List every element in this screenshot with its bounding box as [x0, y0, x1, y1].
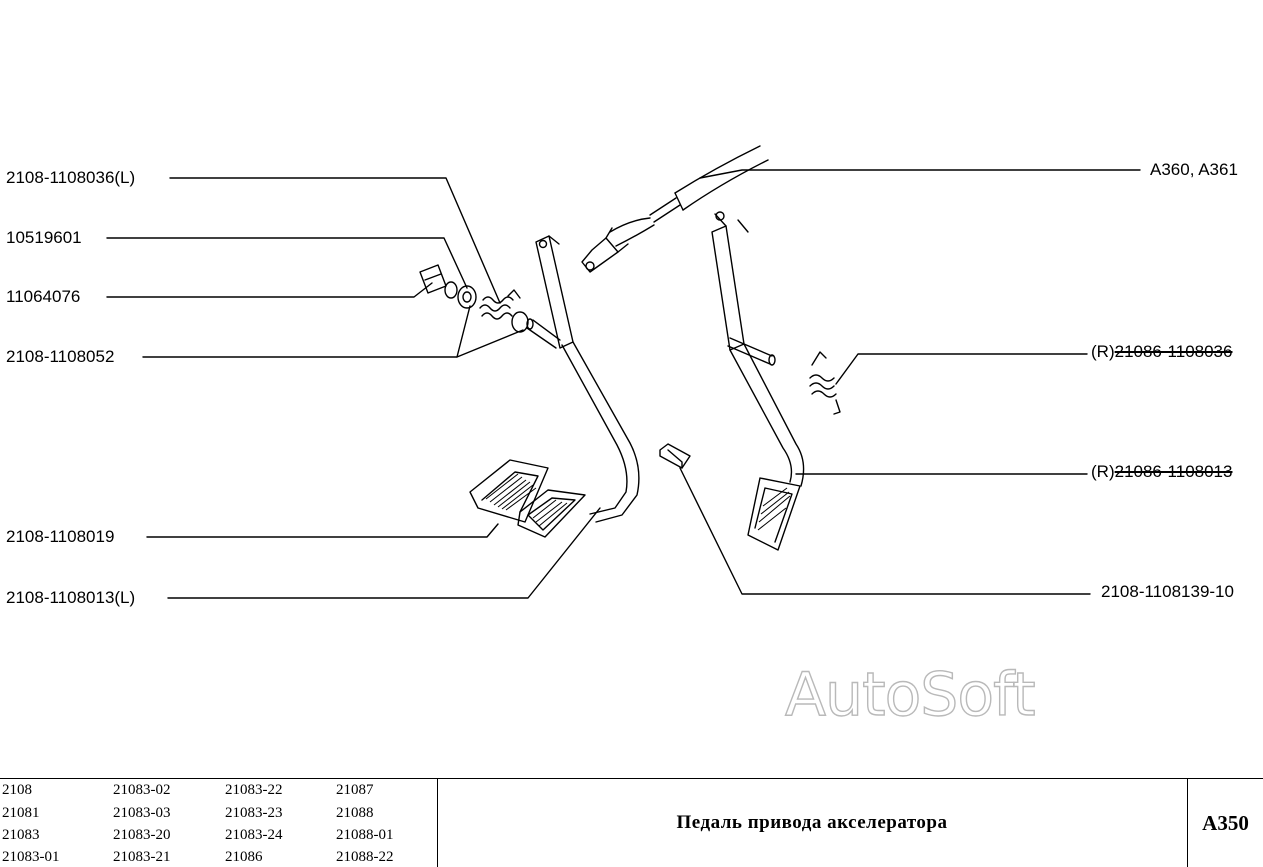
- leader-10519601: [106, 237, 468, 289]
- footer-table: 2108 21083-02 21083-22 21087 21081 21083…: [0, 778, 1263, 867]
- model-cell: 21083-01: [2, 849, 60, 865]
- diagram-title: Педаль привода акселератора: [437, 779, 1188, 867]
- label-prefix-R: (R): [1091, 462, 1115, 481]
- leader-A360: [699, 169, 1141, 179]
- model-cell: 21083-03: [113, 805, 171, 821]
- model-cell: 21083-24: [225, 827, 283, 843]
- label-21086-1108036-R: (R)21086-1108036: [1091, 342, 1232, 362]
- leader-lines: [106, 169, 1141, 599]
- right-spring: [809, 351, 841, 415]
- label-2108-1108013-L: 2108-1108013(L): [6, 588, 136, 607]
- label-11064076: 11064076: [6, 287, 81, 306]
- leader-2108-1108019: [146, 523, 499, 538]
- model-cell: 21088-01: [336, 827, 394, 843]
- label-2108-1108052: 2108-1108052: [6, 347, 115, 366]
- model-cell: 21087: [336, 782, 374, 798]
- leader-2108-1108139-10: [679, 467, 1091, 595]
- model-list: 2108 21083-02 21083-22 21087 21081 21083…: [0, 779, 438, 867]
- leader-2108-1108052-b: [456, 329, 524, 358]
- model-cell: 21083-22: [225, 782, 283, 798]
- leader-2108-1108052: [142, 305, 471, 358]
- model-cell: 21083: [2, 827, 40, 843]
- watermark: AutoSoft: [784, 659, 1036, 730]
- page-code: A350: [1202, 810, 1249, 835]
- label-2108-1108036-L: 2108-1108036(L): [6, 168, 136, 187]
- model-cell: 21088: [336, 805, 374, 821]
- model-cell: 2108: [2, 782, 32, 798]
- left-pedal-lever: [526, 235, 640, 523]
- label-A360-A361: A360, A361: [1150, 160, 1238, 179]
- pedal-stop-block: [659, 443, 691, 469]
- right-pedal-pad: [747, 477, 801, 551]
- model-cell: 21088-22: [336, 849, 394, 865]
- model-cell: 21083-21: [113, 849, 171, 865]
- right-pedal-lever: [711, 211, 805, 487]
- model-cell: 21086: [225, 849, 263, 865]
- label-code-21086-1108013: 21086-1108013: [1114, 462, 1233, 481]
- left-pedal-pad: [469, 459, 586, 538]
- label-2108-1108019: 2108-1108019: [6, 527, 115, 546]
- model-cell: 21083-02: [113, 782, 171, 798]
- label-code-21086-1108036: 21086-1108036: [1114, 342, 1233, 361]
- left-small-parts: [419, 264, 529, 333]
- model-cell: 21083-20: [113, 827, 171, 843]
- label-21086-1108013-R: (R)21086-1108013: [1091, 462, 1232, 482]
- throttle-cable: [581, 145, 769, 273]
- leader-21086-1108036: [835, 353, 1088, 385]
- model-cell: 21081: [2, 805, 40, 821]
- leader-2108-1108036-L: [169, 177, 501, 304]
- model-cell: 21083-23: [225, 805, 283, 821]
- leader-2108-1108013-L: [167, 507, 601, 599]
- label-10519601: 10519601: [6, 228, 82, 247]
- label-2108-1108139-10: 2108-1108139-10: [1101, 582, 1234, 601]
- pad-ribbing: [485, 473, 791, 531]
- label-prefix-R: (R): [1091, 342, 1115, 361]
- leader-11064076: [106, 282, 433, 298]
